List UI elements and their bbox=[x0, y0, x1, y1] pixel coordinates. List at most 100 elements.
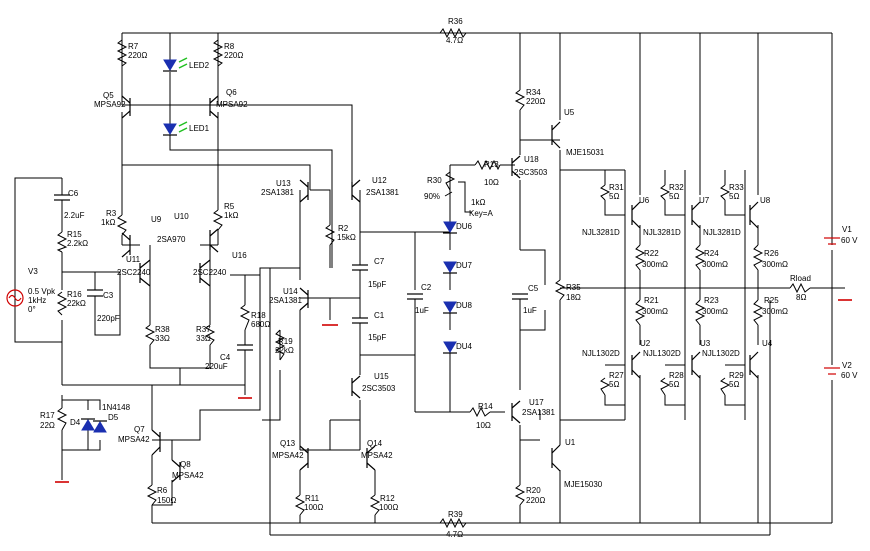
label-u6-value: NJL3281D bbox=[582, 228, 620, 237]
label-d5-part: 1N4148 bbox=[102, 403, 131, 412]
label-u12: U12 bbox=[372, 176, 387, 185]
label-v3: V3 bbox=[28, 267, 38, 276]
label-r13: R13 bbox=[484, 160, 499, 169]
label-u18: U18 bbox=[524, 155, 539, 164]
label-r22-value: 300mΩ bbox=[642, 260, 668, 269]
label-q14: Q14 bbox=[367, 439, 383, 448]
label-r2-value: 15kΩ bbox=[337, 233, 356, 242]
label-led1: LED1 bbox=[189, 124, 210, 133]
label-r12-value: 100Ω bbox=[379, 503, 398, 512]
label-du4: DU4 bbox=[456, 342, 473, 351]
label-r34: R34 bbox=[526, 88, 541, 97]
label-r27: R27 bbox=[609, 371, 624, 380]
label-rload-value: 8Ω bbox=[796, 293, 806, 302]
label-u2: U2 bbox=[640, 339, 651, 348]
label-u3: U3 bbox=[700, 339, 711, 348]
label-u8: U8 bbox=[760, 196, 771, 205]
label-c1: C1 bbox=[374, 311, 385, 320]
label-q7: Q7 bbox=[134, 425, 145, 434]
label-d4: D4 bbox=[70, 418, 81, 427]
label-r30-value: 1kΩ bbox=[471, 198, 485, 207]
label-u11: U11 bbox=[126, 255, 141, 264]
label-u10: U10 bbox=[174, 212, 189, 221]
label-u7-value: NJL3281D bbox=[643, 228, 681, 237]
label-r13-value: 10Ω bbox=[484, 178, 499, 187]
label-r2: R2 bbox=[338, 224, 349, 233]
label-c6: C6 bbox=[68, 189, 79, 198]
label-u5-value: MJE15031 bbox=[566, 148, 605, 157]
label-r20: R20 bbox=[526, 486, 541, 495]
label-r7: R7 bbox=[128, 42, 139, 51]
label-r17: R17 bbox=[40, 411, 55, 420]
label-r32: R32 bbox=[669, 183, 684, 192]
label-r15: R15 bbox=[67, 230, 82, 239]
label-r20-value: 220Ω bbox=[526, 496, 545, 505]
label-c2-value: 1uF bbox=[415, 306, 429, 315]
label-r33: R33 bbox=[729, 183, 744, 192]
label-r22: R22 bbox=[644, 249, 659, 258]
label-c4-value: 220uF bbox=[205, 362, 228, 371]
label-r34-value: 220Ω bbox=[526, 97, 545, 106]
label-r17-value: 22Ω bbox=[40, 421, 55, 430]
label-q5: Q5 bbox=[103, 91, 114, 100]
label-v1-value: 60 V bbox=[841, 236, 858, 245]
label-r38-value: 33Ω bbox=[155, 334, 170, 343]
label-u17: U17 bbox=[529, 398, 544, 407]
label-r35-value: 18Ω bbox=[566, 293, 581, 302]
label-r19-value: 22kΩ bbox=[275, 346, 294, 355]
label-u3-value: NJL1302D bbox=[643, 349, 681, 358]
label-r14-value: 10Ω bbox=[476, 421, 491, 430]
label-r28-value: 5Ω bbox=[669, 380, 679, 389]
label-c5-value: 1uF bbox=[523, 306, 537, 315]
label-u4-value: NJL1302D bbox=[702, 349, 740, 358]
label-u7: U7 bbox=[699, 196, 710, 205]
labels: R36 4.7Ω R39 4.7Ω R7 220Ω R8 220Ω LED2 L… bbox=[28, 17, 858, 539]
label-r8: R8 bbox=[224, 42, 235, 51]
label-q7-value: MPSA42 bbox=[118, 435, 150, 444]
label-r18: R18 bbox=[251, 311, 266, 320]
label-r29: R29 bbox=[729, 371, 744, 380]
label-u8-value: NJL3281D bbox=[703, 228, 741, 237]
label-c7: C7 bbox=[374, 257, 385, 266]
label-c3: C3 bbox=[103, 291, 114, 300]
label-d5: D5 bbox=[108, 413, 119, 422]
label-r37-value: 33Ω bbox=[196, 334, 211, 343]
label-u6: U6 bbox=[639, 196, 650, 205]
label-r16: R16 bbox=[67, 290, 82, 299]
label-r31-value: 5Ω bbox=[609, 192, 619, 201]
label-c2: C2 bbox=[421, 283, 432, 292]
label-u11-value: 2SC2240 bbox=[117, 268, 151, 277]
label-led2: LED2 bbox=[189, 61, 210, 70]
label-r11-value: 100Ω bbox=[304, 503, 323, 512]
label-r30-percent: 90% bbox=[424, 192, 440, 201]
label-v3-frequency: 1kHz bbox=[28, 296, 46, 305]
label-u2-value: NJL1302D bbox=[582, 349, 620, 358]
label-q13-value: MPSA42 bbox=[272, 451, 304, 460]
label-r15-value: 2.2kΩ bbox=[67, 239, 88, 248]
label-r12: R12 bbox=[380, 494, 395, 503]
label-r16-value: 22kΩ bbox=[67, 299, 86, 308]
label-r26-value: 300mΩ bbox=[762, 260, 788, 269]
label-r11: R11 bbox=[305, 494, 320, 503]
label-r24: R24 bbox=[704, 249, 719, 258]
resistors bbox=[56, 27, 811, 529]
label-v1: V1 bbox=[842, 225, 852, 234]
label-r3-value: 1kΩ bbox=[101, 218, 115, 227]
label-r39: R39 bbox=[448, 510, 463, 519]
label-r35: R35 bbox=[566, 283, 581, 292]
label-r39-value: 4.7Ω bbox=[446, 530, 463, 539]
label-du7: DU7 bbox=[456, 261, 473, 270]
label-q5-value: MPSA92 bbox=[94, 100, 126, 109]
label-q8: Q8 bbox=[180, 460, 191, 469]
label-r32-value: 5Ω bbox=[669, 192, 679, 201]
label-r27-value: 5Ω bbox=[609, 380, 619, 389]
sources bbox=[6, 237, 852, 483]
label-r31: R31 bbox=[609, 183, 624, 192]
label-q8-value: MPSA42 bbox=[172, 471, 204, 480]
label-u13-value: 2SA1381 bbox=[261, 188, 294, 197]
label-c3-value: 220pF bbox=[97, 314, 120, 323]
label-c7-value: 15pF bbox=[368, 280, 386, 289]
label-q6: Q6 bbox=[226, 88, 237, 97]
label-r8-value: 220Ω bbox=[224, 51, 243, 60]
